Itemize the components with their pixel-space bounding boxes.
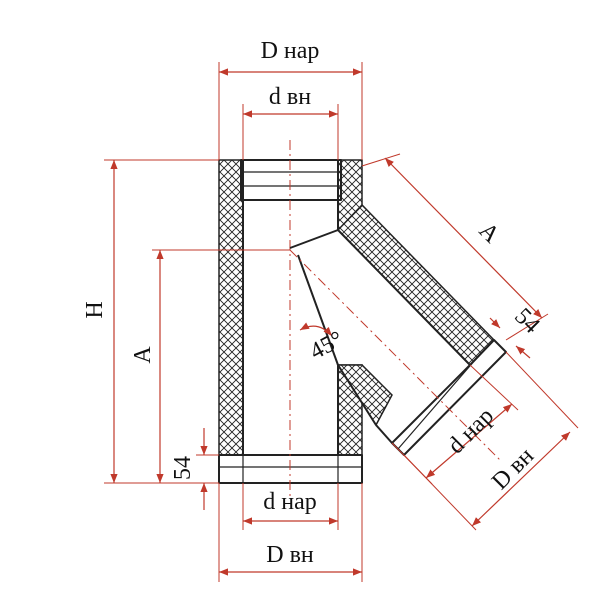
dim-top-outer: D нар (218, 38, 363, 160)
dim-bottom-outer: d нар (242, 483, 339, 530)
dim-branch-inner: D вн (403, 351, 579, 531)
label-socket-bottom: 54 (170, 456, 196, 480)
main-pipe (218, 140, 363, 500)
dim-bottom-inner: D вн (218, 483, 363, 582)
dim-socket-bottom: 54 (170, 428, 219, 510)
dim-top-inner: d вн (242, 84, 339, 160)
label-height: H (82, 301, 108, 318)
dim-height: H (82, 159, 219, 484)
branch-collar (391, 339, 507, 456)
dim-socket-branch: 54 (489, 303, 545, 359)
label-bottom-inner-diameter: D вн (266, 542, 314, 568)
label-top-inner-diameter: d вн (269, 84, 311, 110)
dim-a-main: A (130, 249, 290, 484)
label-branch-inner-diameter: D вн (487, 443, 539, 495)
label-angle: 45° (306, 326, 348, 365)
label-length-a-main: A (130, 346, 156, 364)
left-insulation (218, 159, 244, 456)
branch-insulation-upper (336, 203, 496, 367)
label-bottom-outer-diameter: d нар (263, 489, 317, 515)
label-top-outer-diameter: D нар (261, 38, 320, 64)
label-length-a-branch: A (474, 218, 505, 249)
angle-marker: 45° (299, 322, 348, 365)
label-socket-branch: 54 (509, 303, 544, 338)
top-collar (240, 159, 342, 201)
